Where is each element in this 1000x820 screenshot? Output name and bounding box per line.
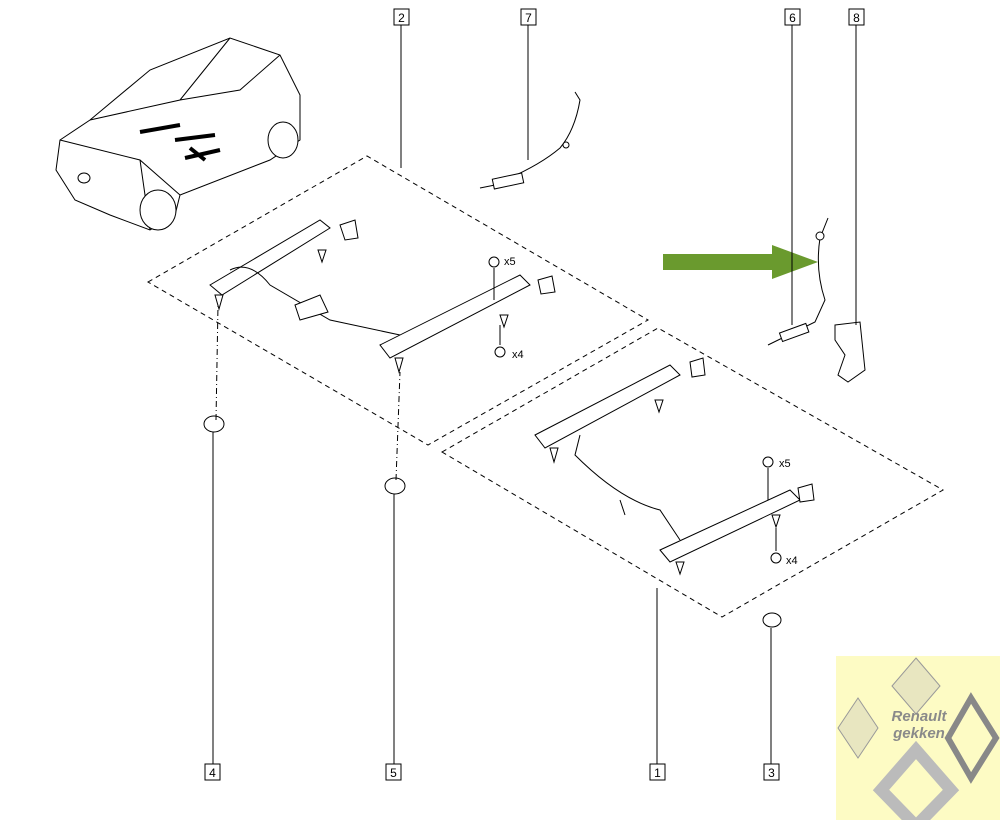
callout-1: 1 <box>649 763 666 781</box>
quantity-label: x4 <box>512 349 524 361</box>
callout-2: 2 <box>393 8 410 26</box>
quantity-label: x5 <box>504 256 516 268</box>
callout-8: 8 <box>848 8 865 26</box>
cable-part-7 <box>479 91 581 190</box>
seat-rail-assembly-right <box>534 357 815 628</box>
callout-6: 6 <box>784 8 801 26</box>
callout-5: 5 <box>385 763 402 781</box>
car-illustration <box>55 37 301 231</box>
quantity-label: x5 <box>779 458 791 470</box>
svg-text:3: 3 <box>768 766 775 780</box>
svg-text:7: 7 <box>525 11 532 25</box>
highlight-arrow <box>663 245 818 279</box>
renault-logo-icon <box>837 657 1000 820</box>
bracket-part-8 <box>834 321 866 383</box>
cable-part-6 <box>767 217 829 346</box>
left-rail-group-outline <box>147 155 650 446</box>
svg-text:5: 5 <box>390 766 397 780</box>
svg-text:2: 2 <box>398 11 405 25</box>
callout-4: 4 <box>204 763 221 781</box>
leader-lines <box>212 25 857 764</box>
callout-3: 3 <box>763 763 780 781</box>
svg-text:8: 8 <box>853 11 860 25</box>
callout-7: 7 <box>520 8 537 26</box>
seat-rail-assembly-left <box>203 219 556 495</box>
svg-text:6: 6 <box>789 11 796 25</box>
right-rail-group-outline <box>441 327 945 618</box>
quantity-label: x4 <box>786 555 798 567</box>
svg-text:4: 4 <box>209 766 216 780</box>
svg-text:1: 1 <box>654 766 661 780</box>
